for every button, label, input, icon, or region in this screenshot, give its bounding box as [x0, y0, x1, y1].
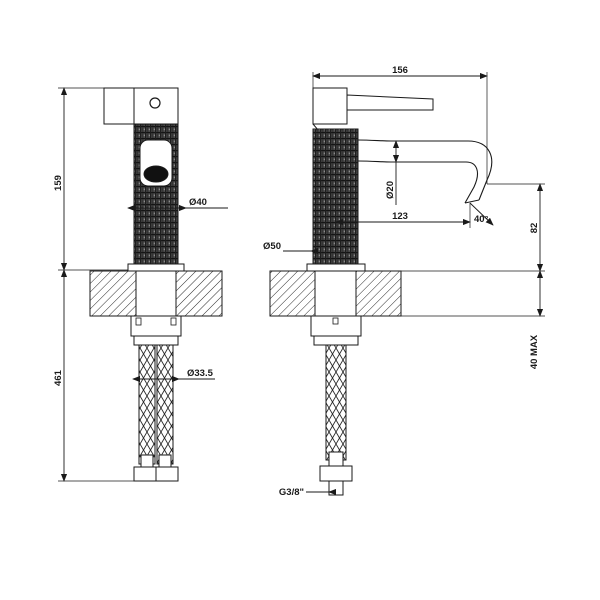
dim-front-159: 159: [53, 87, 68, 271]
dim-label-159: 159: [53, 175, 64, 191]
front-lower-collar: [133, 335, 179, 346]
side-deck-left: [269, 270, 316, 317]
side-deck-right: [355, 270, 402, 317]
dim-label-angle40: 40°: [474, 214, 489, 225]
dim-side-82: 82: [401, 183, 545, 272]
front-base-flange: [127, 263, 185, 272]
side-shank-through-deck: [314, 270, 357, 317]
dim-leader-angle40: [469, 202, 494, 226]
front-hose-ferrule-left: [140, 454, 154, 468]
dim-front-dia335: Ø33.5: [132, 368, 215, 383]
dim-label-40max: 40 MAX: [529, 334, 540, 369]
dim-side-dia50: Ø50: [263, 241, 319, 255]
side-lower-collar: [313, 335, 359, 346]
dim-side-angle40: 40°: [469, 202, 494, 226]
dim-label-156: 156: [392, 65, 408, 76]
side-nut-detail: [332, 317, 339, 325]
side-lever-arm: [346, 94, 434, 111]
dim-side-dia20: Ø20: [385, 140, 400, 205]
dim-side-156: 156: [312, 65, 488, 184]
dim-label-dia335: Ø33.5: [187, 368, 214, 379]
front-view: 159 461 Ø40 Ø33.5: [53, 87, 228, 482]
dim-label-461: 461: [53, 369, 64, 386]
front-nut-detail-left: [135, 317, 142, 326]
front-lever-plate: [103, 87, 179, 125]
front-supply-hose-left: [138, 344, 156, 465]
side-knurled-body: [312, 128, 359, 271]
dim-label-dia20: Ø20: [385, 181, 396, 199]
side-base-flange: [306, 263, 366, 272]
front-lever-pivot-hole: [149, 97, 161, 109]
dim-front-dia40: Ø40: [127, 197, 228, 212]
front-deck-left: [89, 270, 137, 317]
side-view: 156 Ø20 123 40° 82 Ø: [263, 65, 545, 498]
front-outlet-ellipse: [143, 165, 169, 183]
side-spout-outer-curve: [357, 139, 493, 201]
dim-side-123: 123: [335, 203, 471, 228]
dim-label-dia40: Ø40: [189, 197, 207, 208]
dim-front-461: 461: [53, 269, 68, 482]
front-deck-right: [175, 270, 223, 317]
side-lever-block: [312, 87, 348, 125]
side-spout-outlet-face: [464, 199, 480, 204]
dim-label-dia50: Ø50: [263, 241, 281, 252]
dim-label-123: 123: [392, 211, 408, 222]
dim-side-40max: 40 MAX: [401, 270, 545, 369]
side-supply-connector: [319, 465, 353, 482]
side-hose-ferrule: [328, 451, 344, 467]
dim-side-thread: G3/8": [279, 487, 337, 498]
front-shank-through-deck: [135, 270, 177, 317]
front-hose-ferrule-right: [158, 454, 172, 468]
dim-label-thread: G3/8": [279, 487, 304, 498]
front-supply-hose-right: [156, 344, 174, 465]
side-connector-tail: [328, 480, 344, 496]
dim-label-82: 82: [529, 223, 540, 234]
side-supply-hose: [325, 344, 347, 461]
side-spout-inner-curve: [357, 160, 478, 204]
front-nut-detail-right: [170, 317, 177, 326]
